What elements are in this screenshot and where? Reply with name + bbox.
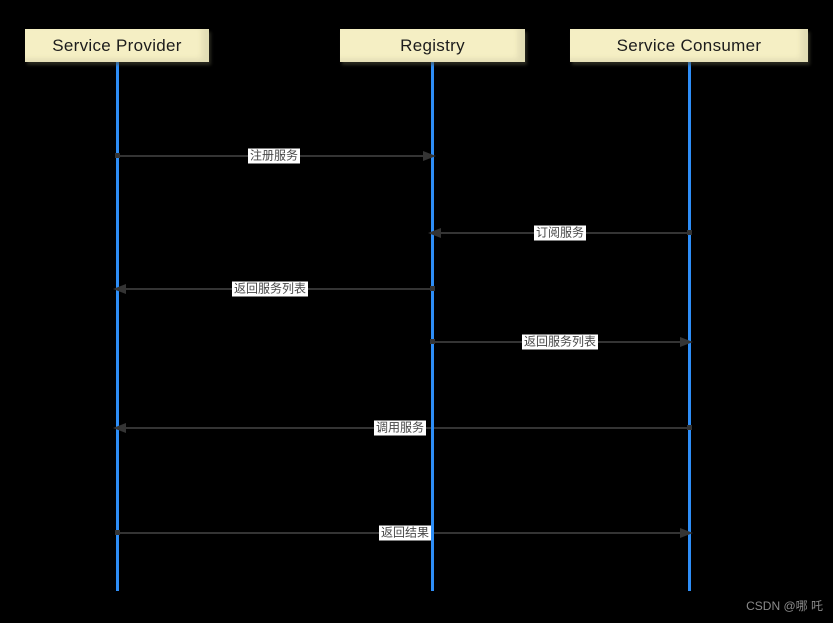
lifeline-service-consumer — [688, 62, 691, 591]
arrowhead-left-icon — [428, 228, 441, 238]
lifeline-service-provider — [116, 62, 119, 591]
actor-box-registry: Registry — [340, 29, 525, 62]
lifeline-registry — [431, 62, 434, 591]
actor-box-service-provider: Service Provider — [25, 29, 209, 62]
source-point — [430, 339, 435, 344]
source-point — [115, 153, 120, 158]
arrowhead-left-icon — [113, 284, 126, 294]
actor-label: Registry — [400, 35, 465, 55]
source-point — [687, 425, 692, 430]
arrowhead-right-icon — [680, 528, 693, 538]
actor-box-service-consumer: Service Consumer — [570, 29, 808, 62]
arrowhead-right-icon — [680, 337, 693, 347]
arrowhead-right-icon — [423, 151, 436, 161]
message-label: 注册服务 — [247, 148, 301, 164]
arrowhead-left-icon — [113, 423, 126, 433]
message-label: 返回服务列表 — [231, 281, 309, 297]
source-point — [430, 286, 435, 291]
message-label: 调用服务 — [373, 420, 427, 436]
csdn-watermark: CSDN @哪 吒 — [746, 599, 823, 613]
source-point — [115, 530, 120, 535]
message-label: 返回服务列表 — [521, 334, 599, 350]
actor-label: Service Provider — [52, 35, 182, 55]
message-label: 返回结果 — [378, 525, 432, 541]
source-point — [687, 230, 692, 235]
message-label: 订阅服务 — [533, 225, 587, 241]
actor-label: Service Consumer — [616, 35, 762, 55]
